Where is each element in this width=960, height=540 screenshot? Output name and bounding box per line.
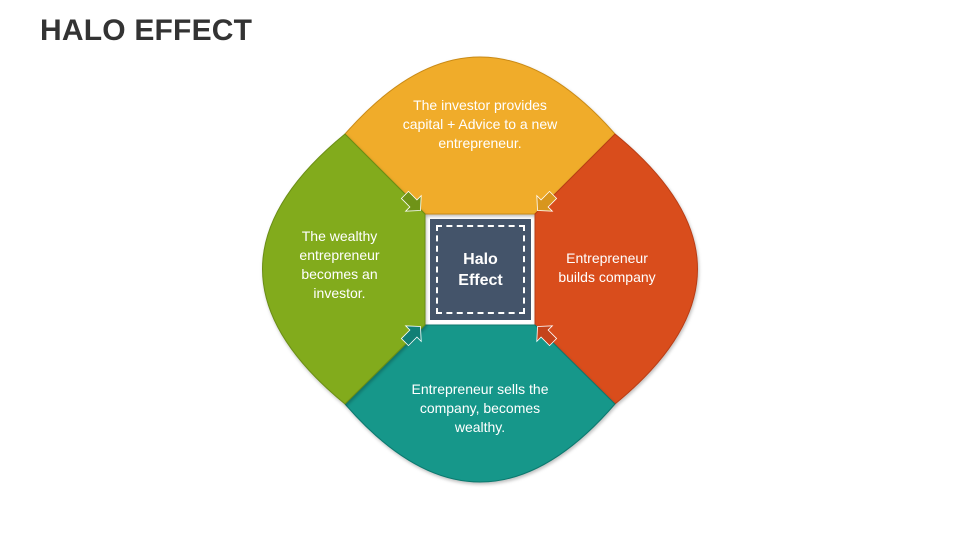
arrow-icon-bottom-right: [536, 325, 558, 347]
arrow-icon-top-right: [536, 190, 558, 212]
center-label: Halo Effect: [436, 225, 525, 314]
petal-bottom-text: Entrepreneur sells the company, becomes …: [411, 380, 549, 435]
petal-right-text: Entrepreneur builds company: [558, 250, 656, 285]
petal-bottom: [344, 324, 616, 483]
petal-right: [534, 133, 698, 405]
page-title: HALO EFFECT: [40, 14, 253, 47]
arrow-icon-bottom-left: [400, 325, 422, 347]
petal-top: [344, 56, 616, 215]
center-label-line2: Effect: [458, 271, 503, 289]
arrow-icon-top-left: [400, 190, 422, 212]
petal-left: [262, 133, 426, 405]
petal-left-text: The wealthy entrepreneur becomes an inve…: [299, 228, 380, 301]
center-box: Halo Effect: [430, 219, 531, 320]
center-label-line1: Halo: [463, 250, 498, 268]
petal-top-text: The investor provides capital + Advice t…: [402, 96, 558, 151]
